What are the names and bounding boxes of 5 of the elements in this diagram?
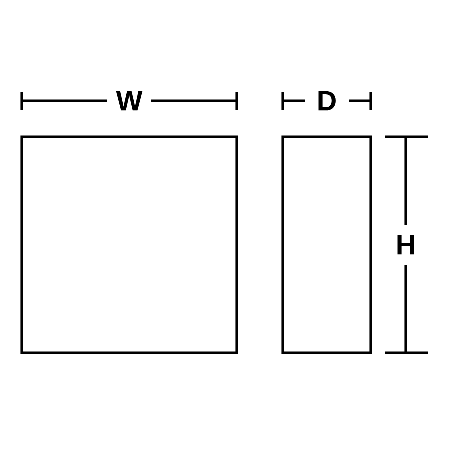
dimension-label: H — [398, 235, 414, 255]
box — [20, 136, 238, 354]
dimension-label: W — [116, 91, 143, 111]
box — [282, 136, 372, 354]
dimension-label: D — [318, 91, 336, 111]
